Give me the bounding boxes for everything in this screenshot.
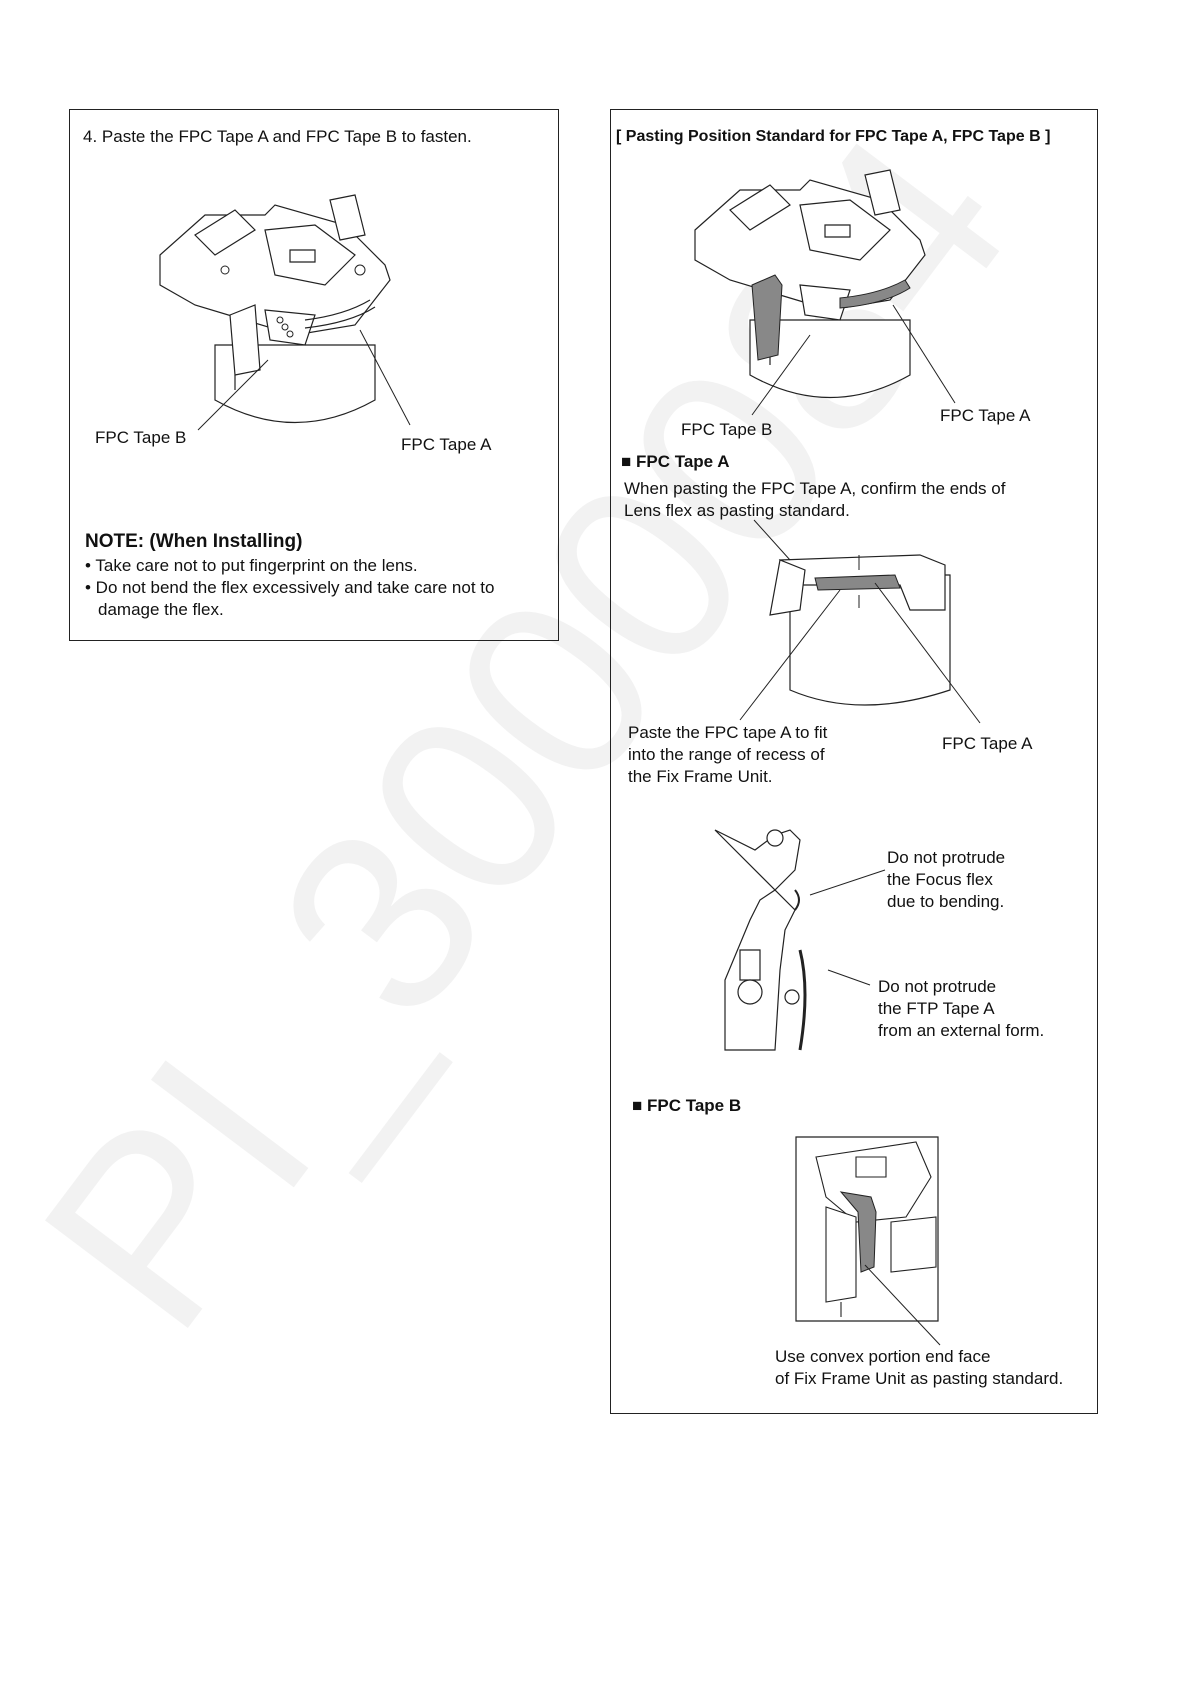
leader-line-fig4 <box>0 0 1190 1400</box>
note-item-3: damage the flex. <box>98 600 224 619</box>
tape-b-detail-figure <box>796 1137 938 1321</box>
label-fpc-tape-a: FPC Tape A <box>401 435 492 454</box>
fig3-note1-line-3: due to bending. <box>887 892 1005 911</box>
leader-lines-fig3 <box>0 0 1190 1100</box>
right-panel-title: [ Pasting Position Standard for FPC Tape… <box>616 128 1051 145</box>
note-item-1: • Take care not to put fingerprint on th… <box>85 556 418 575</box>
fig3-note1-line-2: the Focus flex <box>887 870 993 889</box>
tape-a-detail-figure <box>760 540 960 720</box>
label-fpc-tape-b: FPC Tape B <box>95 428 187 447</box>
fig2-text-line-3: the Fix Frame Unit. <box>628 767 773 786</box>
section-a-text-line-1: When pasting the FPC Tape A, confirm the… <box>624 479 1006 498</box>
tape-a-shape <box>840 280 910 308</box>
leader-lines-fig1 <box>0 0 1190 460</box>
section-a-title: ■ FPC Tape A <box>621 452 730 471</box>
tape-b-shape <box>752 275 782 360</box>
section-a-text-line-2: Lens flex as pasting standard. <box>624 501 850 520</box>
fig3-note2-line-2: the FTP Tape A <box>878 999 995 1018</box>
protrude-detail-figure <box>715 820 845 1070</box>
leader-lines-fig2 <box>0 0 1190 760</box>
step-text: 4. Paste the FPC Tape A and FPC Tape B t… <box>83 127 472 146</box>
note-item-2: • Do not bend the flex excessively and t… <box>85 578 495 597</box>
section-b-title: ■ FPC Tape B <box>632 1096 742 1115</box>
fig1-label-fpc-tape-b: FPC Tape B <box>681 420 773 439</box>
fpc-tape-a-strip <box>815 575 900 590</box>
fig3-note2-line-3: from an external form. <box>878 1021 1045 1040</box>
fig3-note2-line-1: Do not protrude <box>878 977 997 996</box>
left-panel <box>69 109 559 641</box>
right-panel <box>610 109 1098 1414</box>
fig2-text-line-1: Paste the FPC tape A to fit <box>628 723 828 742</box>
lens-unit-figure-1 <box>155 195 445 445</box>
leader-lines-left <box>0 0 600 650</box>
lens-unit-figure-2 <box>690 170 970 420</box>
fpc-tape-b-strip <box>841 1192 876 1272</box>
note-title: NOTE: (When Installing) <box>85 531 303 552</box>
fig3-note1-line-1: Do not protrude <box>887 848 1006 867</box>
fig2-label-fpc-tape-a: FPC Tape A <box>942 734 1033 753</box>
fig1-label-fpc-tape-a: FPC Tape A <box>940 406 1031 425</box>
fig4-caption-line-1: Use convex portion end face <box>775 1347 991 1366</box>
fig2-text-line-2: into the range of recess of <box>628 745 825 764</box>
fig4-caption-line-2: of Fix Frame Unit as pasting standard. <box>775 1369 1064 1388</box>
